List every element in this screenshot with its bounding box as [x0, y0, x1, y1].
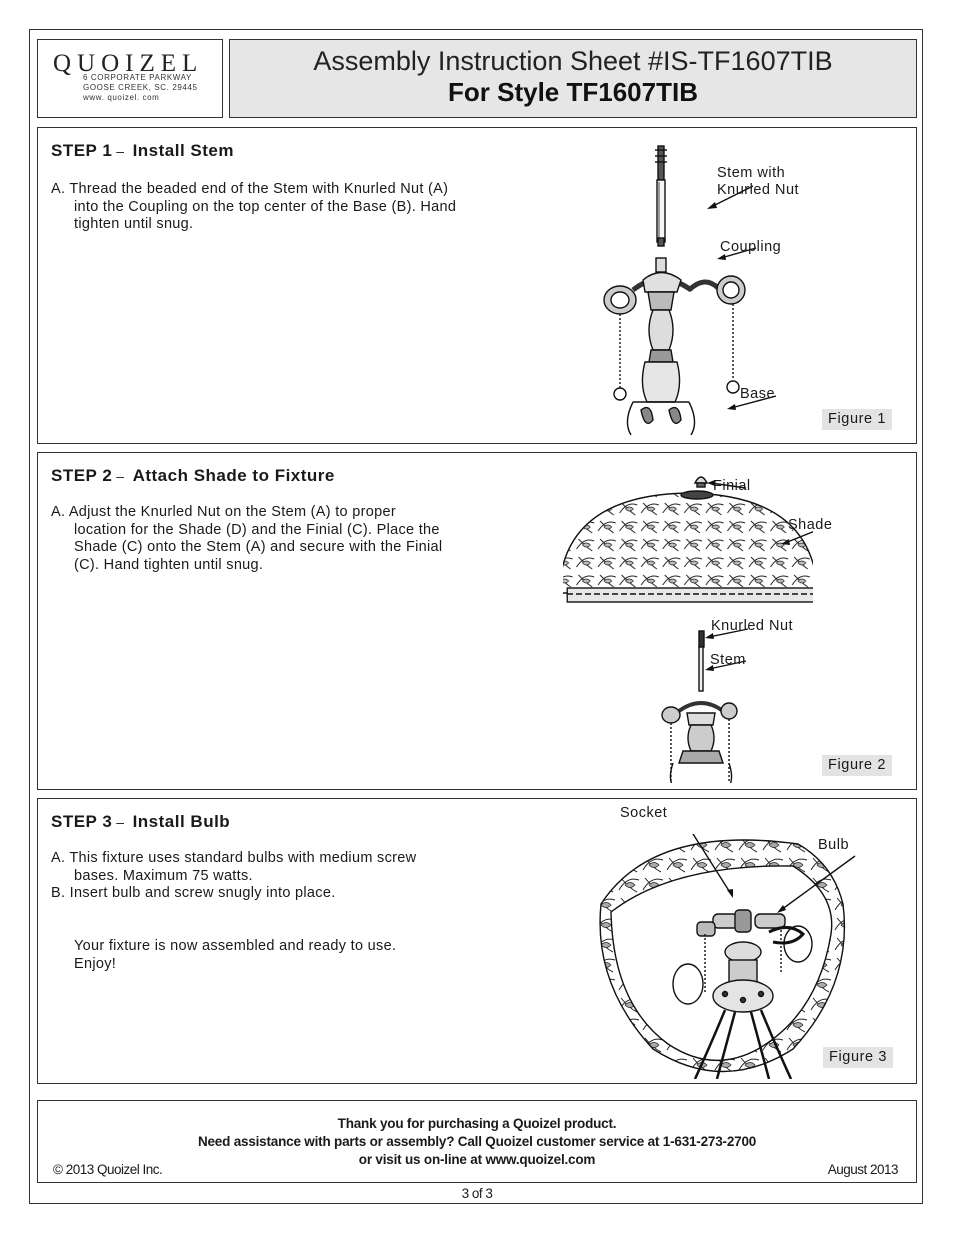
page-border	[29, 29, 923, 1204]
shade-fixture-illustration	[563, 476, 813, 783]
step-3-panel: STEP 3–Install Bulb A. This fixture uses…	[37, 798, 917, 1084]
callout-shade: Shade	[788, 517, 833, 533]
company-address: 6 CORPORATE PARKWAY GOOSE CREEK, SC. 294…	[83, 73, 198, 102]
closing-message: Your fixture is now assembled and ready …	[74, 938, 397, 972]
copyright: © 2013 Quoizel Inc.	[53, 1162, 163, 1177]
step-2-instructions: A. Adjust the Knurled Nut on the Stem (A…	[51, 504, 443, 573]
logo-box: QUOIZEL 6 CORPORATE PARKWAY GOOSE CREEK,…	[37, 39, 223, 118]
sheet-title: Assembly Instruction Sheet #IS-TF1607TIB	[313, 46, 833, 76]
bulb-socket-illustration	[599, 834, 856, 1079]
figure-3-label: Figure 3	[823, 1047, 893, 1068]
step-2-heading: STEP 2–Attach Shade to Fixture	[51, 466, 335, 485]
callout-base: Base	[740, 386, 776, 402]
callout-stem-with-knurled-nut: Stem with Knurled Nut	[717, 165, 800, 198]
step-1-heading: STEP 1–Install Stem	[51, 141, 234, 160]
stem-base-illustration	[603, 145, 777, 435]
page-number: 3 of 3	[461, 1186, 493, 1201]
step-3-heading: STEP 3–Install Bulb	[51, 812, 231, 831]
thank-you-line: Thank you for purchasing a Quoizel produ…	[337, 1116, 617, 1131]
step-1-instructions: A. Thread the beaded end of the Stem wit…	[51, 181, 457, 232]
callout-coupling: Coupling	[720, 239, 782, 255]
step-1-panel: STEP 1–Install Stem A. Thread the beaded…	[37, 127, 917, 444]
quoizel-logo: QUOIZEL	[53, 50, 204, 77]
callout-finial: Finial	[713, 478, 751, 494]
callout-stem: Stem	[710, 652, 746, 668]
footer-box: Thank you for purchasing a Quoizel produ…	[37, 1100, 917, 1183]
callout-bulb: Bulb	[818, 837, 850, 853]
callout-knurled-nut: Knurled Nut	[711, 618, 794, 634]
website-line: or visit us on-line at www.quoizel.com	[358, 1152, 596, 1167]
style-title: For Style TF1607TIB	[448, 77, 698, 107]
publication-date: August 2013	[827, 1162, 899, 1177]
step-3-instructions: A. This fixture uses standard bulbs with…	[51, 850, 417, 901]
step-2-panel: STEP 2–Attach Shade to Fixture A. Adjust…	[37, 452, 917, 790]
figure-2-label: Figure 2	[822, 755, 892, 776]
title-box: Assembly Instruction Sheet #IS-TF1607TIB…	[229, 39, 917, 118]
assistance-line: Need assistance with parts or assembly? …	[197, 1134, 757, 1149]
callout-socket: Socket	[620, 805, 668, 821]
figure-1-label: Figure 1	[822, 409, 892, 430]
